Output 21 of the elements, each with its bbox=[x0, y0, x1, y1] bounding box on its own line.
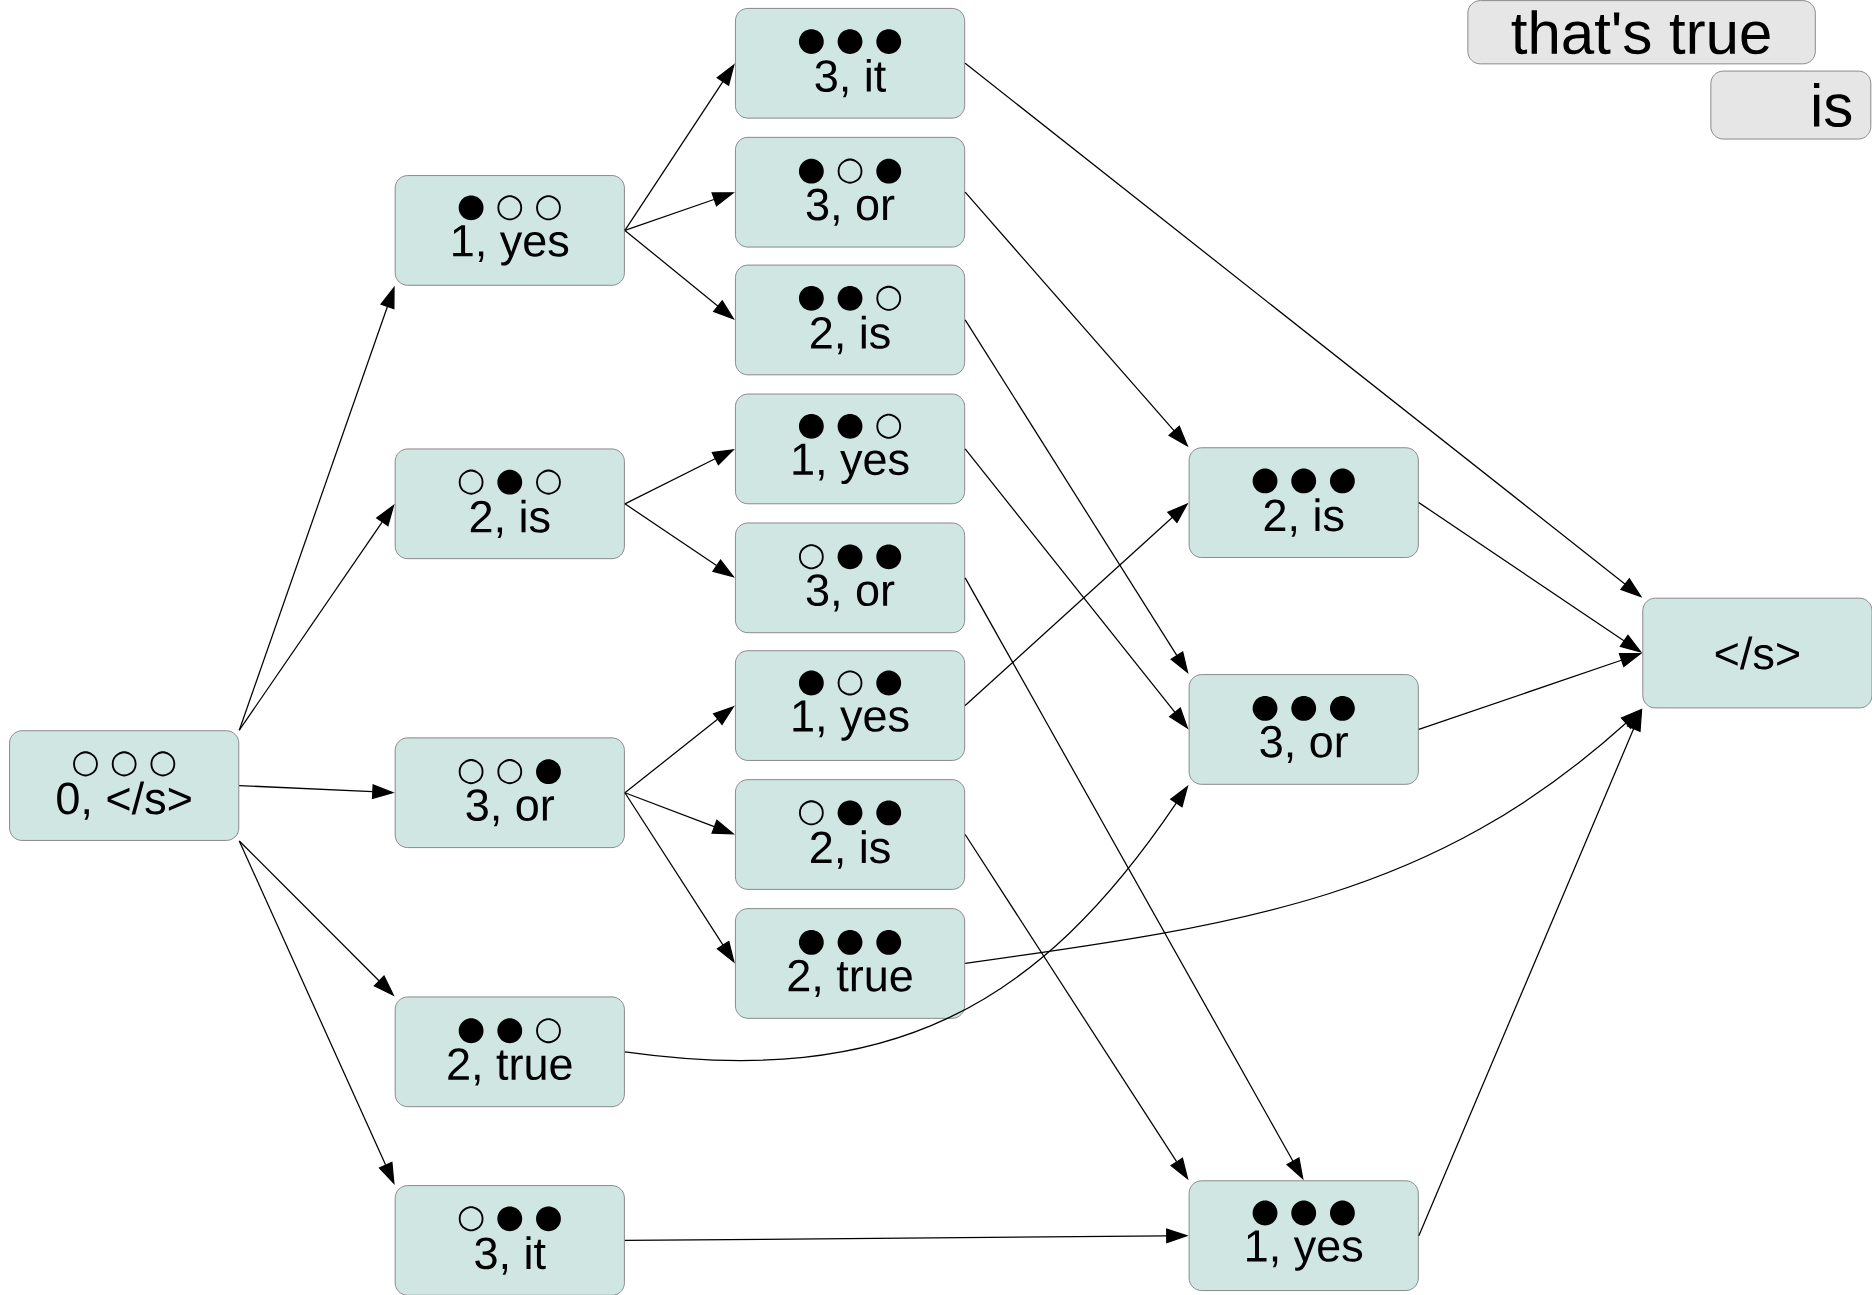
state-box: ○ ● ● 3, or bbox=[734, 522, 966, 634]
word-box: that's true bbox=[1467, 0, 1816, 65]
state-box: ○ ○ ○ 0, </s> bbox=[9, 730, 240, 841]
state-box: ● ● ● 2, is bbox=[1188, 447, 1419, 558]
state-box: ○ ● ● 3, it bbox=[394, 1184, 625, 1295]
state-box: ● ● ● 3, it bbox=[734, 7, 966, 119]
state-box: ● ● ○ 2, true bbox=[394, 996, 625, 1107]
state-box: ○ ● ○ 2, is bbox=[394, 448, 625, 559]
state-box: ○ ● ● 2, is bbox=[734, 779, 966, 890]
state-box: </s> bbox=[1642, 597, 1872, 709]
state-box: ● ○ ● 1, yes bbox=[734, 650, 966, 761]
state-box: ● ● ○ 1, yes bbox=[734, 393, 966, 505]
word-box: is bbox=[1710, 70, 1872, 140]
state-box: ● ○ ● 3, or bbox=[734, 136, 966, 248]
state-box: ○ ○ ● 3, or bbox=[394, 737, 625, 848]
state-box: ● ● ● 2, true bbox=[734, 907, 966, 1019]
state-box: ● ● ● 1, yes bbox=[1188, 1180, 1419, 1291]
arrow bbox=[624, 229, 735, 320]
state-box: ● ○ ○ 1, yes bbox=[394, 174, 625, 286]
state-box: ● ● ○ 2, is bbox=[734, 264, 966, 376]
state-box: ● ● ● 3, or bbox=[1188, 673, 1419, 785]
